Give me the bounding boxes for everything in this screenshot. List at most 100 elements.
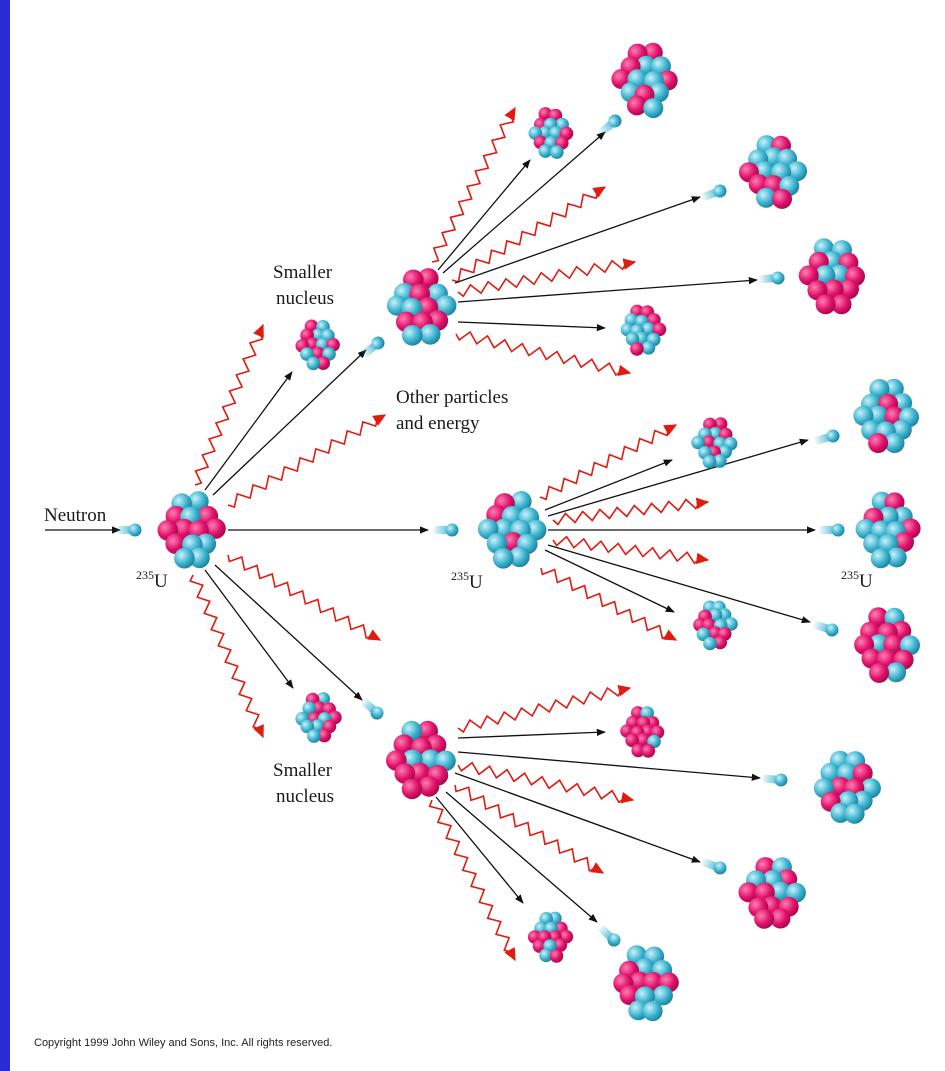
- energy-wave-mid-d: [540, 567, 678, 641]
- proton: [641, 744, 656, 758]
- neutron-sphere: [830, 802, 851, 823]
- u235-nucleus-gen2-middle: [477, 491, 547, 569]
- u235-nucleus-gen2-bottom: [386, 720, 456, 800]
- arrow-mid-2: [547, 438, 809, 517]
- u235-nucleus-bot-3: [738, 857, 806, 929]
- neutron-sphere: [641, 341, 656, 355]
- neutron-sphere: [870, 548, 891, 569]
- energy-wave-bot-a: [457, 684, 632, 734]
- proton: [652, 322, 667, 337]
- u235-nucleus-bot-2: [813, 750, 881, 824]
- neutron-sphere: [886, 662, 907, 683]
- proton: [839, 279, 859, 300]
- neutron-sphere: [307, 729, 321, 743]
- neutron-mid-2: [813, 429, 840, 445]
- energy-wave-top-d: [455, 330, 632, 377]
- smaller-nucleus-bottom-line1: Smaller: [273, 760, 333, 781]
- arrow-top-3: [454, 196, 701, 284]
- proton: [317, 728, 332, 743]
- neutron-sphere: [628, 1000, 649, 1021]
- incoming-neutron: [115, 523, 142, 537]
- proton: [418, 776, 440, 797]
- neutron-sphere: [702, 454, 717, 469]
- energy-wave-1d: [189, 574, 264, 739]
- proton: [312, 701, 326, 715]
- neutron-sphere: [302, 701, 317, 716]
- proton: [868, 607, 889, 628]
- neutron-sphere: [539, 948, 553, 963]
- energy-wave-mid-c: [552, 535, 710, 565]
- arrow-bot-4: [445, 791, 598, 923]
- energy-wave-top-c: [457, 258, 637, 298]
- arrow-top-4: [457, 276, 758, 303]
- neutron-sphere: [820, 762, 841, 783]
- u235-label-middle: 235U: [451, 569, 483, 593]
- neutron-sphere: [641, 322, 656, 336]
- neutron-sphere: [435, 295, 457, 316]
- small-nucleus-bot-1: [620, 706, 665, 758]
- proton: [772, 188, 792, 209]
- proton: [869, 662, 890, 683]
- neutron-top-2: [598, 114, 622, 136]
- proton: [815, 294, 836, 315]
- neutron-sphere: [419, 324, 441, 345]
- arrow-to-neutron-top: [212, 349, 367, 496]
- neutron-sphere: [509, 546, 530, 568]
- proton: [636, 733, 651, 747]
- small-nucleus-mid-5: [693, 600, 738, 651]
- energy-wave-mid-a: [539, 424, 678, 501]
- arrow-to-small-nucleus-top: [204, 371, 293, 491]
- neutron-sphere: [863, 533, 884, 554]
- copyright-notice: Copyright 1999 John Wiley and Sons, Inc.…: [34, 1037, 332, 1049]
- neutron-sphere: [756, 187, 777, 208]
- neutron-mid-4: [812, 621, 839, 637]
- neutron-top-4: [758, 271, 785, 285]
- small-nucleus-bot-5: [527, 911, 574, 963]
- arrow-bot-1: [457, 728, 606, 739]
- proton: [868, 433, 889, 453]
- neutron-sphere: [787, 161, 808, 182]
- neutron-bot-2: [761, 773, 788, 787]
- other-particles-line1: Other particles: [396, 387, 508, 408]
- u235-nucleus-gen2-top: [386, 268, 457, 346]
- proton: [630, 342, 644, 356]
- nuclei: [157, 42, 921, 1022]
- arrow-bot-2: [457, 751, 761, 781]
- energy-wave-1a: [194, 323, 264, 486]
- proton: [852, 763, 873, 784]
- small-nucleus-top-1: [528, 107, 574, 159]
- arrow-top-2: [442, 131, 606, 274]
- neutron-sphere: [538, 144, 553, 158]
- neutron-gen1-bottom: [361, 698, 384, 720]
- neutron-bot-3: [700, 858, 727, 875]
- neutron-label: Neutron: [44, 505, 107, 526]
- proton: [205, 518, 226, 539]
- proton: [553, 938, 568, 952]
- arrow-to-neutron-bottom: [214, 564, 363, 701]
- neutron-bot-4: [598, 925, 621, 947]
- neutron-sphere: [492, 548, 514, 569]
- neutron-sphere: [306, 356, 321, 371]
- neutron-mid-3: [818, 523, 845, 537]
- energy-wave-bot-b: [457, 761, 635, 804]
- small-nucleus-top-5: [620, 304, 667, 356]
- arrow-mid-1: [544, 459, 673, 511]
- smaller-nucleus-top-line2: nucleus: [276, 288, 334, 309]
- neutron-gen1-top: [361, 336, 385, 358]
- arrow-mid-5: [544, 549, 675, 613]
- u235-nucleus-mid-4: [854, 607, 920, 683]
- proton: [393, 734, 415, 755]
- labels: Neutron Smaller nucleus Other particles …: [34, 262, 873, 1049]
- proton: [418, 268, 439, 289]
- neutron-sphere: [511, 491, 532, 512]
- proton: [626, 95, 647, 116]
- energy-wave-1b: [227, 414, 387, 509]
- energy-wave-top-b: [451, 186, 607, 283]
- u235-label-right: 235U: [841, 568, 873, 592]
- neutron-sphere: [643, 98, 664, 119]
- neutron-sphere: [189, 547, 210, 569]
- proton: [394, 763, 416, 784]
- proton: [401, 778, 423, 800]
- small-nucleus-top: [295, 319, 340, 371]
- u235-nucleus-bot-4: [613, 945, 679, 1022]
